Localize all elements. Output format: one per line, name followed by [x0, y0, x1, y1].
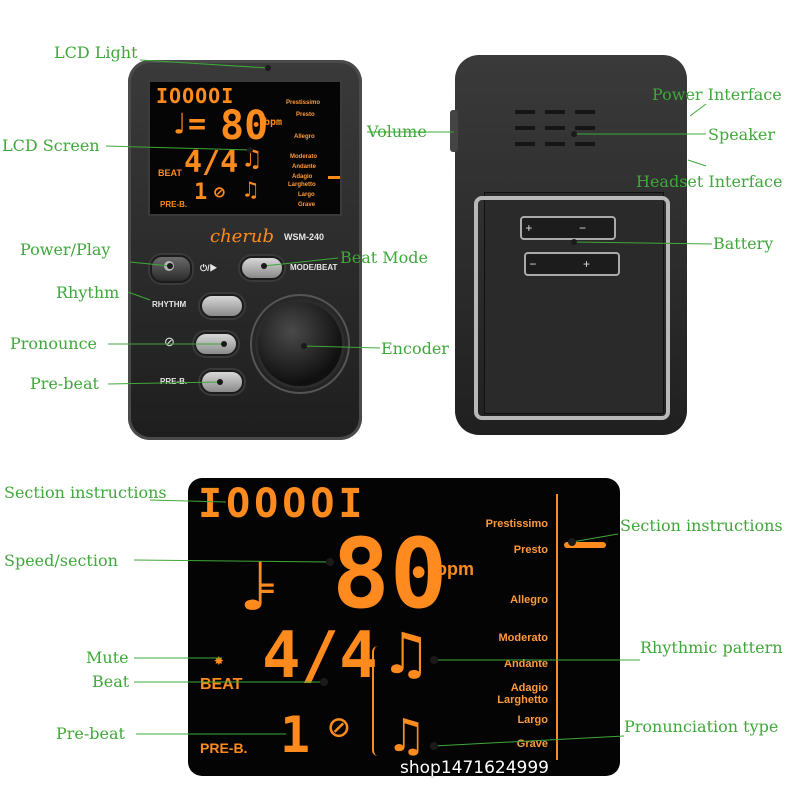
kickstand-frame: [474, 196, 670, 420]
lcd-tempo-mark: Adagio: [510, 682, 548, 694]
front-tempo-value: 80: [220, 103, 269, 149]
front-pre-beat-label: PRE-B.: [160, 200, 188, 209]
front-pronounce-icon: ⊘: [214, 182, 225, 203]
label-rhythmic-pattern: Rhythmic pattern: [640, 638, 783, 657]
label-lcd-screen: LCD Screen: [2, 136, 100, 155]
lcd-pre-beat-value: 1: [280, 706, 311, 764]
mode-beat-label: MODE/BEAT: [290, 263, 338, 272]
front-rhythm-note: ♫: [244, 144, 260, 174]
power-play-symbol: ⏻/▶: [200, 263, 217, 273]
lcd-tempo-pointer: [564, 542, 606, 548]
label-pronounce: Pronounce: [10, 334, 98, 353]
lcd-tempo-mark: Larghetto: [497, 694, 548, 706]
lcd-mute-icon: ✸: [214, 650, 224, 669]
rhythm-label: RHYTHM: [152, 300, 187, 309]
front-bpm: bpm: [264, 117, 283, 128]
label-encoder: Encoder: [381, 339, 449, 358]
label-pre-beat: Pre-beat: [30, 374, 99, 393]
front-pre-beat-value: 1: [194, 180, 208, 205]
encoder-ring: [250, 294, 350, 394]
front-rhythm-note-2: ♫: [244, 178, 258, 203]
lcd-tempo-mark: Presto: [513, 544, 548, 556]
front-mark: Larghetto: [288, 182, 316, 188]
lcd-tempo-mark: Allegro: [510, 594, 548, 606]
rhythm-button[interactable]: [200, 294, 244, 318]
label-power-interface: Power Interface: [652, 85, 782, 104]
label-headset-interface: Headset Interface: [636, 172, 783, 191]
lcd-bpm: bpm: [436, 559, 474, 579]
front-time-signature: 4/4: [184, 145, 239, 180]
brand-logo: cherub: [210, 226, 275, 247]
front-mark: Andante: [292, 164, 316, 170]
lcd-equals: =: [258, 571, 275, 604]
front-mark: Allegro: [294, 134, 315, 140]
front-section-indicators: IOOOOI: [156, 84, 235, 108]
front-mark: Largo: [298, 192, 315, 198]
front-mark: Prestissimo: [286, 100, 321, 106]
label-section-instructions-right: Section instructions: [620, 516, 783, 535]
front-lcd-screen: IOOOOI ♩= 80 bpm 4/4 ♫ BEAT PRE-B. 1 ⊘ ♫…: [148, 80, 342, 216]
label-lcd-light: LCD Light: [54, 43, 138, 62]
front-mark: Adagio: [292, 174, 313, 180]
front-mark: Moderato: [290, 154, 317, 160]
volume-wheel[interactable]: [450, 110, 458, 152]
label-beat-mode: Beat Mode: [340, 248, 429, 267]
lcd-rhythm-note-lower: ♫: [392, 708, 421, 764]
front-tempo-marks: Prestissimo Presto Allegro Moderato Anda…: [286, 100, 336, 210]
lcd-pronounce-icon: ⊘: [328, 707, 350, 748]
pronounce-symbol: ⊘: [164, 334, 175, 349]
encoder-knob[interactable]: [258, 302, 342, 386]
lcd-tempo-value: 80: [332, 518, 448, 630]
model-name: WSM-240: [284, 232, 325, 242]
front-note-icon: ♩=: [170, 107, 207, 142]
large-lcd-screen: IOOOOI ♩ = 80 bpm ✸ 4/4 BEAT ♫ ♫ 1 PRE-B…: [188, 478, 620, 776]
label-section-instructions-left: Section instructions: [4, 483, 167, 502]
label-speed-section: Speed/section: [4, 551, 118, 570]
label-power-play: Power/Play: [20, 240, 111, 259]
lcd-section-indicators: IOOOOI: [198, 481, 367, 527]
front-tempo-pointer: [328, 176, 340, 179]
label-battery: Battery: [713, 234, 774, 253]
battery-1: + −: [520, 216, 616, 240]
label-beat: Beat: [92, 672, 130, 691]
label-speaker: Speaker: [708, 125, 776, 144]
lcd-tempo-mark: Moderato: [498, 632, 549, 644]
lcd-tempo-scale: [556, 494, 561, 760]
label-mute: Mute: [86, 648, 129, 667]
battery-2: − +: [524, 252, 620, 276]
label-pre-beat-lcd: Pre-beat: [56, 724, 125, 743]
label-volume: Volume: [367, 122, 427, 141]
lcd-pre-beat-label: PRE-B.: [200, 740, 248, 756]
lcd-tempo-mark: Andante: [504, 658, 548, 670]
lcd-beat-label: BEAT: [200, 676, 243, 693]
lcd-rhythm-brace: [372, 646, 384, 756]
front-mark: Grave: [298, 202, 316, 208]
lcd-tempo-mark: Prestissimo: [485, 518, 548, 530]
lcd-tempo-mark: Largo: [517, 714, 548, 726]
front-beat-label: BEAT: [158, 168, 182, 178]
speaker-grille: [515, 110, 625, 160]
watermark: shop1471624999: [400, 758, 549, 778]
lcd-rhythm-note-upper: ♫: [388, 619, 425, 689]
label-rhythm: Rhythm: [56, 283, 120, 302]
front-mark: Presto: [296, 112, 315, 118]
label-pronunciation-type: Pronunciation type: [624, 717, 779, 736]
lcd-time-signature: 4/4: [262, 619, 378, 693]
lcd-note-icon: ♩: [232, 546, 275, 628]
pre-b-label: PRE-B.: [160, 377, 188, 386]
